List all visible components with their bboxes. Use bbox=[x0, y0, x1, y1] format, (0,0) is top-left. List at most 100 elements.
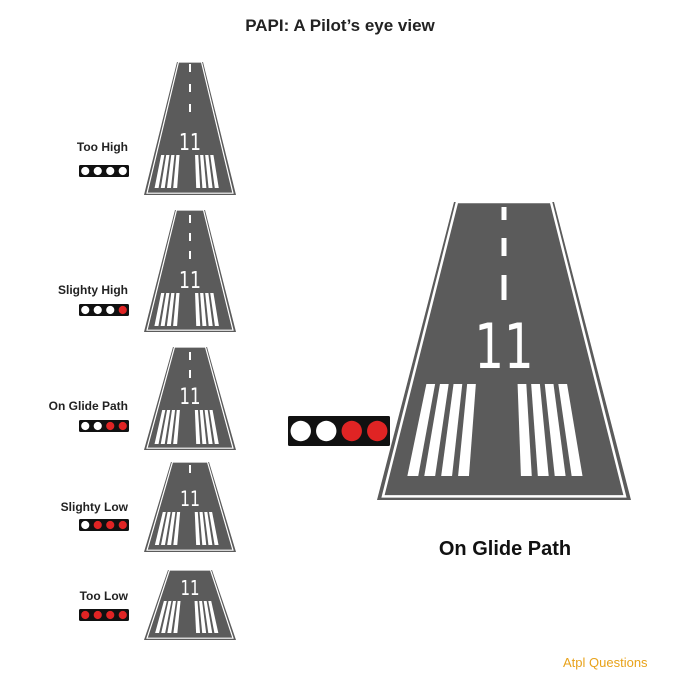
threshold-bar bbox=[195, 155, 201, 188]
papi-panel bbox=[79, 304, 129, 316]
threshold-bar bbox=[531, 384, 549, 476]
papi-red-light bbox=[341, 420, 362, 442]
threshold-bar bbox=[205, 155, 213, 188]
threshold-bar bbox=[173, 293, 180, 326]
threshold-bar bbox=[209, 512, 219, 545]
threshold-bar bbox=[199, 512, 207, 545]
papi-panel bbox=[79, 519, 129, 531]
papi-panel bbox=[79, 609, 129, 621]
threshold-bar bbox=[167, 512, 176, 545]
papi-indicator-3 bbox=[79, 420, 129, 432]
threshold-bar bbox=[200, 155, 207, 188]
threshold-bar bbox=[166, 293, 175, 326]
runway-number: 11 bbox=[179, 267, 201, 294]
papi-red-light bbox=[118, 610, 127, 620]
threshold-bar bbox=[517, 384, 532, 476]
threshold-bar bbox=[208, 601, 219, 633]
papi-red-light bbox=[81, 610, 90, 620]
featured-runway: 11 bbox=[377, 200, 631, 500]
threshold-bar bbox=[210, 293, 219, 326]
papi-indicator-5 bbox=[79, 609, 129, 621]
runway-edge-lines bbox=[146, 461, 234, 551]
threshold-bar bbox=[544, 384, 566, 476]
threshold-bar bbox=[194, 601, 201, 633]
runway-edge-lines bbox=[146, 209, 234, 331]
threshold-bar bbox=[199, 601, 207, 633]
threshold-bar bbox=[199, 410, 207, 444]
threshold-bar bbox=[194, 410, 201, 444]
papi-white-light bbox=[93, 166, 102, 176]
runway-edge-lines bbox=[381, 200, 627, 498]
threshold-bar bbox=[424, 384, 449, 476]
papi-red-light bbox=[106, 520, 115, 530]
papi-indicator-2 bbox=[79, 304, 129, 316]
threshold-bar bbox=[194, 512, 201, 545]
threshold-bar bbox=[154, 512, 166, 545]
threshold-bar bbox=[155, 601, 167, 633]
small-runway-3: 11 bbox=[144, 346, 236, 450]
state-label-too-high: Too High bbox=[76, 140, 128, 154]
diagram-title: PAPI: A Pilot’s eye view bbox=[245, 16, 435, 35]
state-label-slightly-low: Slighty Low bbox=[60, 500, 128, 514]
papi-red-light bbox=[118, 520, 127, 530]
threshold-bar bbox=[173, 512, 181, 545]
small-runway-5: 11 bbox=[144, 569, 236, 640]
threshold-bar bbox=[160, 155, 170, 188]
brand-logo: Atpl Questions bbox=[563, 655, 648, 670]
runway-edge-lines bbox=[146, 61, 234, 194]
small-runway-4: 11 bbox=[144, 461, 236, 552]
threshold-bar bbox=[458, 384, 476, 476]
threshold-bar bbox=[173, 601, 181, 633]
threshold-bar bbox=[154, 155, 165, 188]
papi-white-light bbox=[93, 421, 102, 431]
papi-red-light bbox=[93, 520, 102, 530]
threshold-bar bbox=[203, 601, 213, 633]
papi-white-light bbox=[81, 166, 90, 176]
papi-indicator-4 bbox=[79, 519, 129, 531]
threshold-bar bbox=[160, 293, 170, 326]
runway-edge-lines bbox=[146, 346, 234, 449]
papi-white-light bbox=[316, 420, 337, 442]
featured-label: On Glide Path bbox=[438, 538, 572, 560]
runway-number: 11 bbox=[180, 384, 201, 410]
papi-white-light bbox=[106, 305, 115, 315]
papi-white-light bbox=[118, 166, 127, 176]
state-label-on-glide-path: On Glide Path bbox=[48, 399, 128, 413]
papi-white-light bbox=[81, 520, 90, 530]
threshold-bar bbox=[154, 293, 165, 326]
papi-white-light bbox=[290, 420, 311, 442]
threshold-bar bbox=[558, 384, 583, 476]
small-runway-2: 11 bbox=[144, 209, 236, 332]
state-label-too-low: Too Low bbox=[79, 589, 128, 603]
runway-number: 11 bbox=[474, 310, 533, 382]
threshold-bar bbox=[205, 293, 213, 326]
featured-papi-indicator bbox=[288, 416, 390, 446]
papi-red-light bbox=[106, 610, 115, 620]
runway-number: 11 bbox=[180, 578, 199, 601]
threshold-bar bbox=[441, 384, 463, 476]
threshold-bar bbox=[173, 410, 180, 444]
runway-edge-lines bbox=[146, 569, 234, 639]
threshold-bar bbox=[173, 155, 180, 188]
papi-indicator-1 bbox=[79, 165, 129, 177]
papi-red-light bbox=[367, 420, 388, 442]
runway-number: 11 bbox=[180, 488, 200, 512]
runway-number: 11 bbox=[179, 129, 201, 156]
threshold-bar bbox=[166, 155, 175, 188]
threshold-bar bbox=[204, 410, 213, 444]
papi-panel bbox=[79, 420, 129, 432]
threshold-bar bbox=[166, 410, 176, 444]
threshold-bar bbox=[161, 601, 172, 633]
threshold-bar bbox=[195, 293, 201, 326]
papi-red-light bbox=[93, 610, 102, 620]
papi-panel bbox=[79, 165, 129, 177]
papi-red-light bbox=[106, 421, 115, 431]
threshold-bar bbox=[209, 410, 219, 444]
small-runway-1: 11 bbox=[144, 61, 236, 195]
threshold-bar bbox=[160, 410, 171, 444]
threshold-bar bbox=[154, 410, 166, 444]
papi-panel bbox=[288, 416, 390, 446]
threshold-bar bbox=[167, 601, 176, 633]
